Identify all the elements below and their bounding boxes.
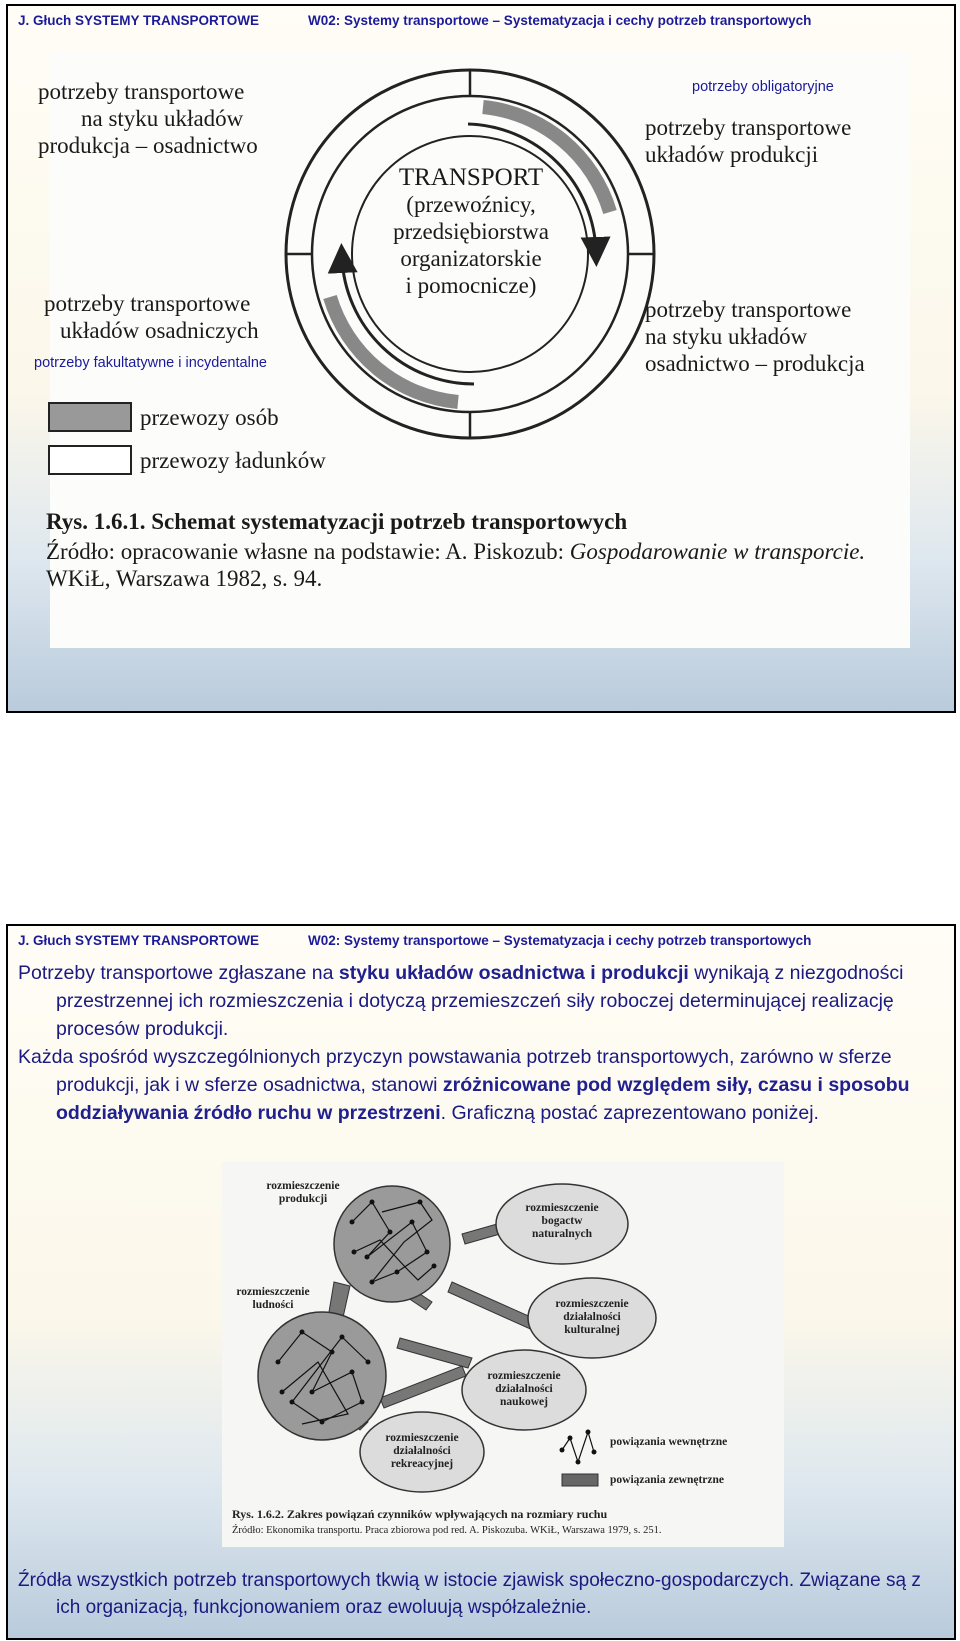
transport-center-label: TRANSPORT (przewoźnicy, przedsiębiorstwa…: [346, 164, 596, 299]
label-uklady-osadnicze: potrzeby transportowe układów osadniczyc…: [44, 290, 259, 344]
paragraph-styk: Potrzeby transportowe zgłaszane na styku…: [18, 959, 942, 1043]
tag-nauka: rozmieszczenie działalności naukowej: [474, 1370, 574, 1409]
figure-source-publisher: WKiŁ, Warszawa 1982, s. 94.: [46, 565, 322, 592]
slide-header: J. Głuch SYSTEMY TRANSPORTOWE W02: Syste…: [18, 10, 944, 32]
tag-bogactwa: rozmieszczenie bogactw naturalnych: [514, 1202, 610, 1241]
scanned-figure-2: rozmieszczenie produkcji rozmieszczenie …: [222, 1162, 784, 1547]
optional-needs-note: potrzeby fakultatywne i incydentalne: [34, 355, 267, 371]
tag-ludnosc: rozmieszczenie ludności: [228, 1286, 318, 1312]
header-author: J. Głuch SYSTEMY TRANSPORTOWE: [18, 13, 259, 28]
tag-kultura: rozmieszczenie działalności kulturalnej: [542, 1298, 642, 1337]
header-lecture-title: W02: Systemy transportowe – Systematyzac…: [308, 13, 811, 28]
fig2-source: Źródło: Ekonomika transportu. Praca zbio…: [232, 1524, 661, 1537]
obligatory-needs-note: potrzeby obligatoryjne: [692, 79, 834, 95]
label-styk-osadnictwo-produkcja: potrzeby transportowe na styku układów o…: [645, 296, 865, 377]
legend-internal: powiązania wewnętrzne: [610, 1436, 727, 1449]
legend-external: powiązania zewnętrzne: [610, 1474, 724, 1487]
legend-passenger-swatch: [48, 402, 132, 432]
connections-diagram: [222, 1162, 784, 1547]
legend-passenger-label: przewozy osób: [140, 404, 279, 431]
slide2-footer-text: Źródła wszystkich potrzeb transportowych…: [18, 1567, 942, 1621]
slide-header: J. Głuch SYSTEMY TRANSPORTOWE W02: Syste…: [18, 930, 944, 952]
label-uklady-produkcji: potrzeby transportowe układów produkcji: [645, 114, 851, 168]
label-styk-produkcja-osadnictwo: potrzeby transportowe na styku układów p…: [38, 78, 258, 159]
fig2-caption: Rys. 1.6.2. Zakres powiązań czynników wp…: [232, 1508, 607, 1521]
header-lecture-title: W02: Systemy transportowe – Systematyzac…: [308, 933, 811, 948]
tag-produkcja: rozmieszczenie produkcji: [258, 1180, 348, 1206]
paragraph-przyczyny: Każda spośród wyszczególnionych przyczyn…: [18, 1043, 942, 1127]
slide2-body-text: Potrzeby transportowe zgłaszane na styku…: [18, 959, 942, 1127]
legend-cargo-label: przewozy ładunków: [140, 447, 326, 474]
conclusion-paragraph: Źródła wszystkich potrzeb transportowych…: [18, 1567, 942, 1621]
scanned-figure-1: potrzeby transportowe na styku układów p…: [50, 52, 910, 648]
tag-rekreacja: rozmieszczenie działalności rekreacyjnej: [372, 1432, 472, 1471]
figure-source: Źródło: opracowanie własne na podstawie:…: [46, 538, 865, 565]
legend-cargo-swatch: [48, 445, 132, 475]
figure-caption: Rys. 1.6.1. Schemat systematyzacji potrz…: [46, 508, 627, 535]
header-author: J. Głuch SYSTEMY TRANSPORTOWE: [18, 933, 259, 948]
